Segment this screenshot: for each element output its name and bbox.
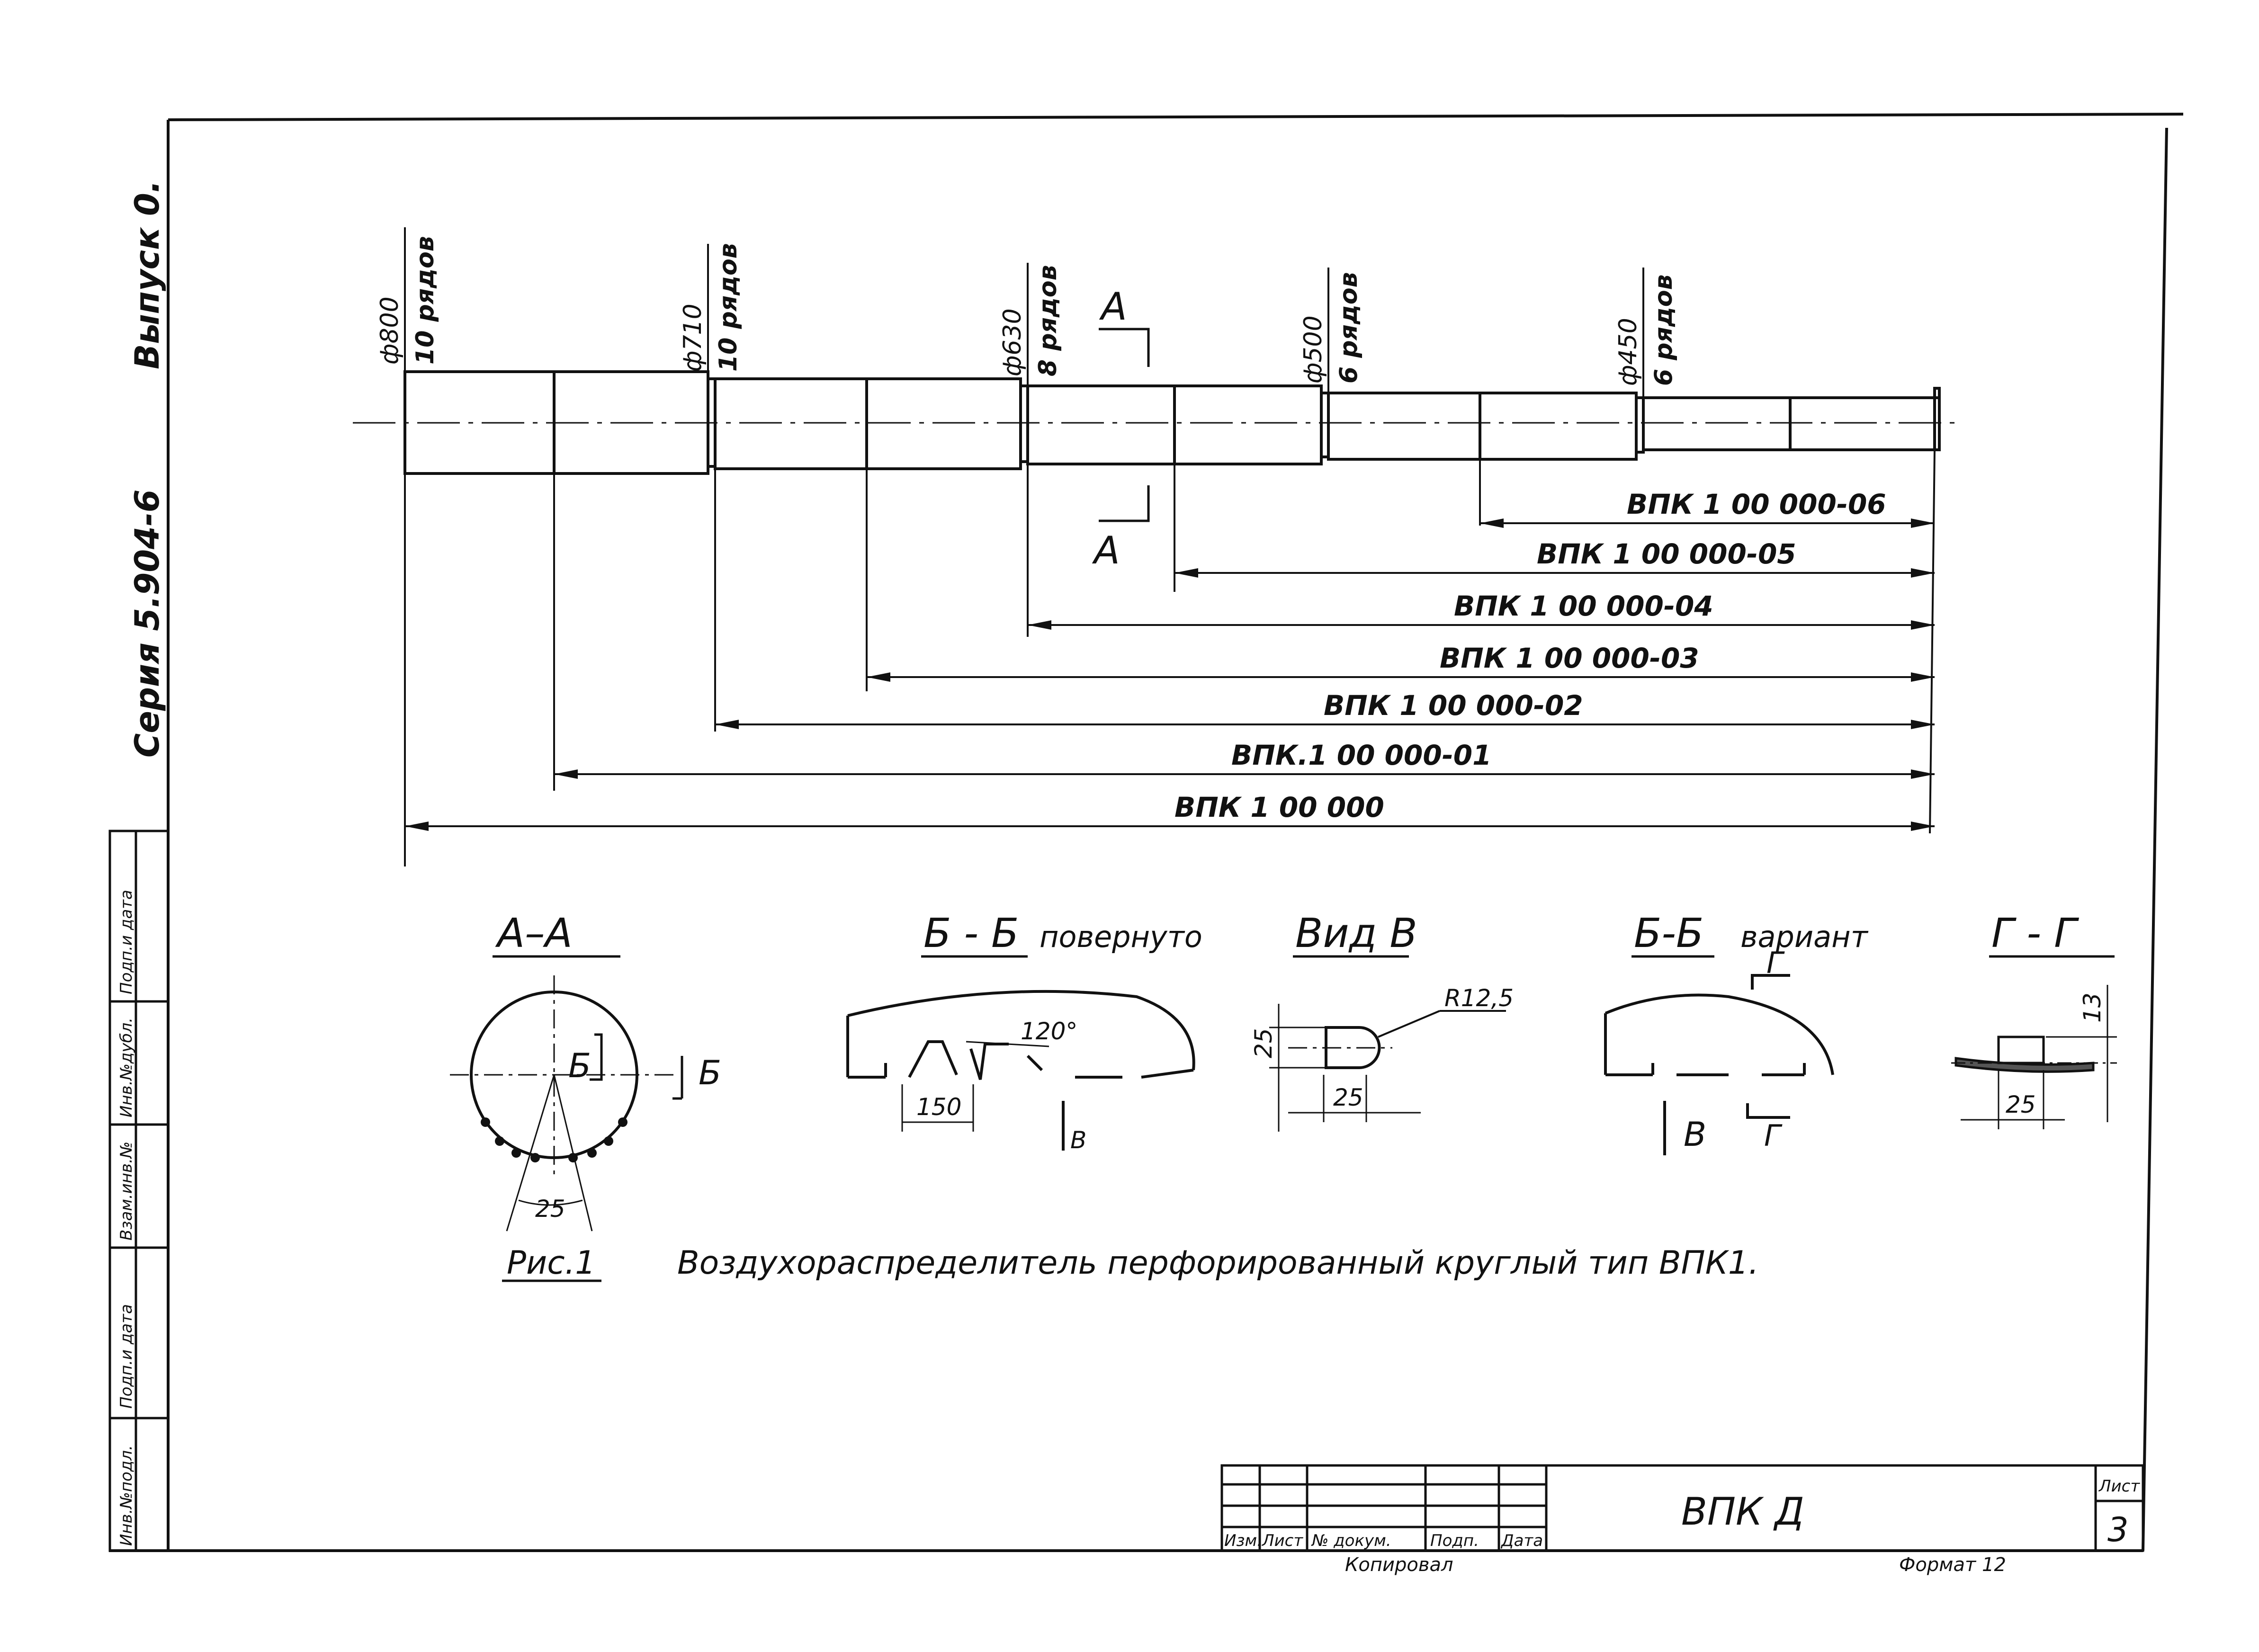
stamp-cell-inv-dubl: Инв.№дубл.: [117, 1018, 136, 1117]
variant-02-label: ВПК 1 00 000-02: [1324, 689, 1583, 722]
section-3-diameter: ф630: [998, 308, 1027, 376]
section-2-diameter: ф710: [679, 304, 707, 372]
section-1-diameter: ф800: [376, 296, 404, 365]
view-bb-note: повернуто: [1040, 920, 1202, 954]
figure-caption: Воздухораспределитель перфорированный кр…: [677, 1244, 1759, 1282]
figure-number: Рис.1: [507, 1244, 595, 1282]
variant-04-label: ВПК 1 00 000-04: [1454, 590, 1713, 622]
tb-copied: Копировал: [1345, 1554, 1453, 1576]
variant-05-label: ВПК 1 00 000-05: [1537, 538, 1796, 570]
view-v-drawing: [1269, 1004, 1506, 1132]
view-bb-drawing: [846, 990, 1195, 1151]
variant-dimensions: [405, 522, 1935, 827]
extension-lines: [404, 449, 1936, 866]
view-aa-perforations: [481, 1117, 628, 1162]
section-labels: ф800 10 рядов ф710 10 рядов ф630 8 рядов…: [376, 227, 1678, 398]
view-bbv-cut-top: Г: [1766, 946, 1785, 980]
section-5-rows: 6 рядов: [1649, 274, 1678, 386]
tb-header-izm: Изм.: [1224, 1531, 1262, 1550]
cut-a-marks: [1099, 328, 1150, 522]
tb-designation: ВПК Д: [1681, 1490, 1804, 1534]
view-v-radius: R12,5: [1444, 984, 1514, 1012]
stamp-cell-podp-data-1: Подп.и дата: [117, 1304, 136, 1409]
variant-01-label: ВПК.1 00 000-01: [1231, 739, 1492, 771]
section-1-rows: 10 рядов: [411, 236, 439, 365]
tb-header-doc: № докум.: [1311, 1531, 1391, 1550]
section-4-rows: 6 рядов: [1335, 272, 1363, 384]
view-bbv-note: вариант: [1740, 920, 1869, 954]
view-aa-cut-label-2: Б: [699, 1054, 721, 1092]
left-stamp: Инв.№подл. Подп.и дата Взам.инв.№ Инв.№д…: [108, 830, 170, 1552]
section-3-rows: 8 рядов: [1034, 265, 1062, 376]
view-bb-view-label: В: [1070, 1126, 1086, 1154]
stamp-cell-inv-podl: Инв.№подл.: [117, 1445, 136, 1546]
view-aa-drawing: [450, 975, 683, 1232]
stamp-cell-podp-data-2: Подп.и дата: [117, 890, 136, 994]
view-bb-dim: 150: [916, 1093, 961, 1121]
tb-sheet-label: Лист: [2098, 1477, 2140, 1496]
view-bbv-cut-bottom: Г: [1764, 1118, 1783, 1153]
view-gg-title: Г - Г: [1991, 910, 2079, 957]
view-bb-angle: 120°: [1021, 1018, 1077, 1045]
view-bbv-view-label: В: [1684, 1115, 1706, 1154]
view-v-title: Вид В: [1295, 910, 1417, 957]
view-aa-angle: 25: [535, 1195, 565, 1223]
title-block: [1220, 1464, 2144, 1552]
tb-sheet-number: 3: [2107, 1510, 2129, 1549]
section-2-rows: 10 рядов: [714, 243, 743, 372]
tb-header-sign: Подп.: [1430, 1531, 1479, 1550]
view-gg-drawing: [1951, 985, 2117, 1129]
section-5-diameter: ф450: [1614, 318, 1642, 386]
view-bbv-title: Б-Б: [1634, 910, 1703, 957]
variant-03-label: ВПК 1 00 000-03: [1440, 642, 1699, 674]
section-4-diameter: ф500: [1299, 315, 1327, 384]
view-v-height: 25: [1250, 1028, 1277, 1058]
tb-format: Формат 12: [1899, 1554, 2006, 1576]
view-aa-cut-label-1: Б: [568, 1046, 591, 1085]
view-gg-width: 25: [2006, 1091, 2036, 1118]
tb-header-list: Лист: [1261, 1531, 1303, 1550]
series-label: Серия 5.904-6: [128, 490, 167, 758]
cut-a-top-label: А: [1099, 285, 1127, 329]
variant-06-label: ВПК 1 00 000-06: [1627, 488, 1886, 520]
tb-header-date: Дата: [1500, 1531, 1543, 1550]
issue-label: Выпуск 0.: [128, 180, 167, 369]
view-v-width: 25: [1333, 1084, 1363, 1111]
variant-arrows: [405, 518, 1935, 831]
cut-a-bottom-label: А: [1092, 528, 1120, 572]
view-gg-height: 13: [2079, 992, 2106, 1023]
variant-base-label: ВПК 1 00 000: [1174, 791, 1384, 823]
stamp-cell-vzam-inv: Взам.инв.№: [117, 1142, 136, 1241]
view-bbv-drawing: [1604, 974, 1834, 1155]
view-bb-title: Б - Б: [923, 910, 1019, 957]
view-aa-title: А–А: [495, 910, 573, 957]
